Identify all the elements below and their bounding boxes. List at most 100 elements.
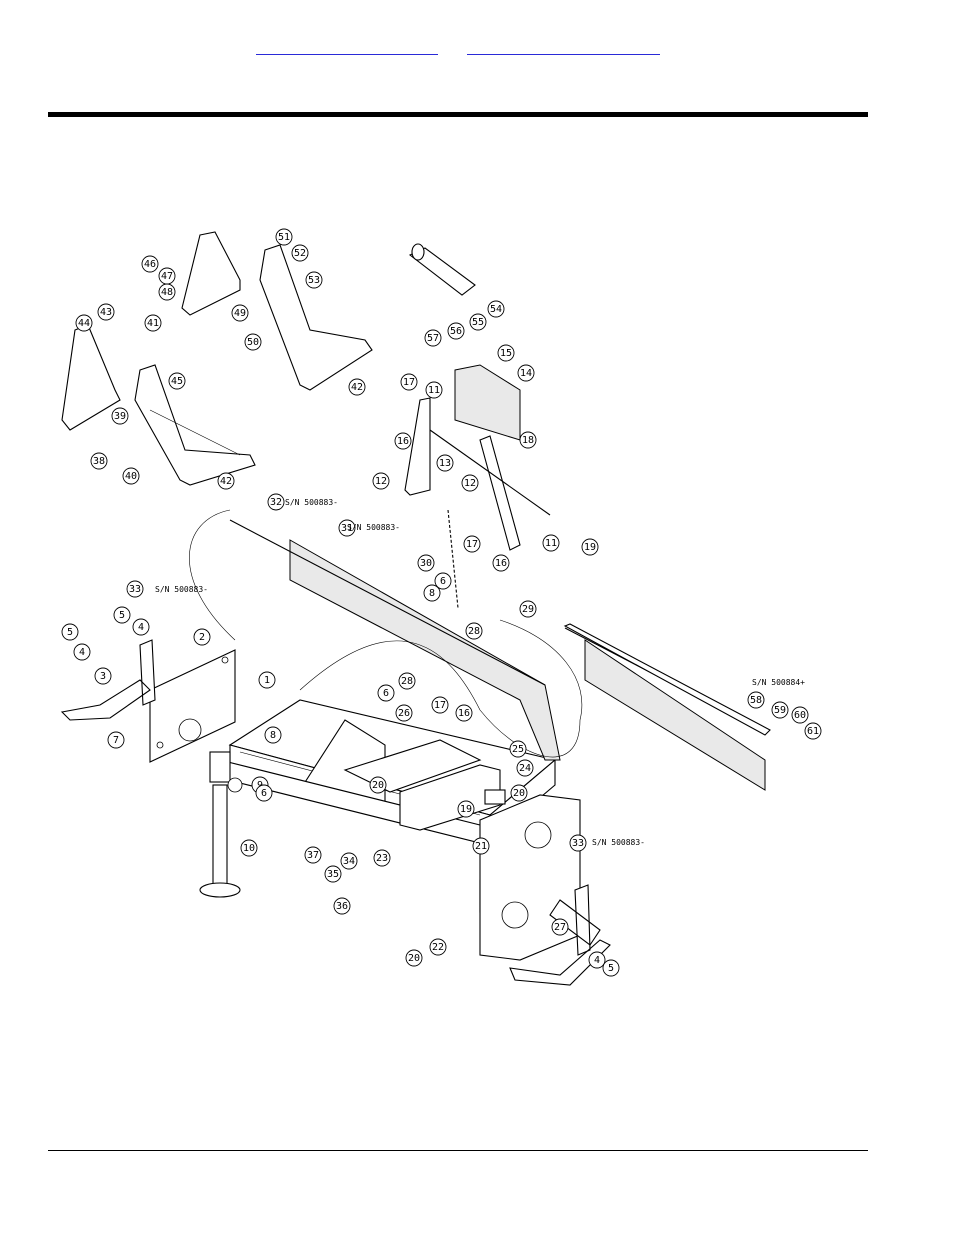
callout-19: 19 [582, 539, 598, 555]
callout-4: 4 [133, 619, 149, 635]
callout-number: 4 [138, 622, 144, 633]
callout-8: 8 [265, 727, 281, 743]
callout-number: 19 [460, 804, 472, 815]
callout-57: 57 [425, 330, 441, 346]
callout-number: 53 [308, 275, 320, 286]
callout-number: 11 [428, 385, 440, 396]
callout-11: 11 [426, 382, 442, 398]
callout-33: 33 [127, 581, 143, 597]
callout-number: 19 [584, 542, 596, 553]
callout-number: 12 [375, 476, 387, 487]
callout-17: 17 [432, 697, 448, 713]
callout-33: 33 [570, 835, 586, 851]
callout-58: 58 [748, 692, 764, 708]
callout-number: 21 [475, 841, 487, 852]
callout-number: 28 [468, 626, 480, 637]
callout-6: 6 [256, 785, 272, 801]
callout-number: 33 [572, 838, 584, 849]
callout-38: 38 [91, 453, 107, 469]
callout-3: 3 [95, 668, 111, 684]
callout-number: 2 [199, 632, 205, 643]
chain [448, 510, 458, 608]
callout-19: 19 [458, 801, 474, 817]
callout-32: 32 [268, 494, 284, 510]
callout-44: 44 [76, 315, 92, 331]
callout-12: 12 [462, 475, 478, 491]
callout-number: 40 [125, 471, 137, 482]
callout-21: 21 [473, 838, 489, 854]
callout-54: 54 [488, 301, 504, 317]
callout-18: 18 [520, 432, 536, 448]
callout-12: 12 [373, 473, 389, 489]
callout-4: 4 [589, 952, 605, 968]
callout-number: 29 [522, 604, 534, 615]
callout-23: 23 [374, 850, 390, 866]
callout-45: 45 [169, 373, 185, 389]
callout-15: 15 [498, 345, 514, 361]
serial-note-31: S/N 500883- [347, 523, 400, 532]
callout-17: 17 [401, 374, 417, 390]
callout-47: 47 [159, 268, 175, 284]
callout-number: 39 [114, 411, 126, 422]
callout-7: 7 [108, 732, 124, 748]
callout-number: 54 [490, 304, 502, 315]
callout-35: 35 [325, 866, 341, 882]
callout-30: 30 [418, 555, 434, 571]
serial-note-33-left: S/N 500883- [155, 585, 208, 594]
callout-number: 61 [807, 726, 819, 737]
callout-41: 41 [145, 315, 161, 331]
callout-37: 37 [305, 847, 321, 863]
callout-20: 20 [370, 777, 386, 793]
callout-number: 11 [545, 538, 557, 549]
callout-number: 20 [513, 788, 525, 799]
callout-28: 28 [466, 623, 482, 639]
callout-number: 17 [434, 700, 446, 711]
callout-number: 47 [161, 271, 173, 282]
callout-number: 6 [440, 576, 446, 587]
callout-13: 13 [437, 455, 453, 471]
callout-40: 40 [123, 468, 139, 484]
callout-4: 4 [74, 644, 90, 660]
callout-number: 22 [432, 942, 444, 953]
callout-34: 34 [341, 853, 357, 869]
callout-number: 42 [351, 382, 363, 393]
callout-1: 1 [259, 672, 275, 688]
callout-2: 2 [194, 629, 210, 645]
callout-number: 24 [519, 763, 531, 774]
callout-22: 22 [430, 939, 446, 955]
callout-number: 26 [398, 708, 410, 719]
callout-20: 20 [406, 950, 422, 966]
callout-55: 55 [470, 314, 486, 330]
callout-number: 12 [464, 478, 476, 489]
left-side-panel [150, 650, 235, 762]
callout-number: 10 [243, 843, 255, 854]
callout-28: 28 [399, 673, 415, 689]
callout-number: 1 [264, 675, 270, 686]
callout-number: 20 [372, 780, 384, 791]
callout-number: 6 [383, 688, 389, 699]
callout-number: 5 [119, 610, 125, 621]
callout-number: 8 [270, 730, 276, 741]
callout-number: 16 [458, 708, 470, 719]
callout-number: 41 [147, 318, 159, 329]
callout-number: 46 [144, 259, 156, 270]
callout-number: 7 [113, 735, 119, 746]
callout-number: 30 [420, 558, 432, 569]
callout-11: 11 [543, 535, 559, 551]
serial-note-33-right: S/N 500883- [592, 838, 645, 847]
callout-42: 42 [349, 379, 365, 395]
callout-number: 4 [79, 647, 85, 658]
callout-number: 15 [500, 348, 512, 359]
callout-52: 52 [292, 245, 308, 261]
callout-number: 48 [161, 287, 173, 298]
callout-number: 36 [336, 901, 348, 912]
callout-number: 51 [278, 232, 290, 243]
callout-number: 49 [234, 308, 246, 319]
callout-49: 49 [232, 305, 248, 321]
callout-20: 20 [511, 785, 527, 801]
callout-16: 16 [493, 555, 509, 571]
callout-layer: 1234567891011121314151617181920212223242… [62, 229, 821, 976]
callout-number: 18 [522, 435, 534, 446]
callout-number: 37 [307, 850, 319, 861]
